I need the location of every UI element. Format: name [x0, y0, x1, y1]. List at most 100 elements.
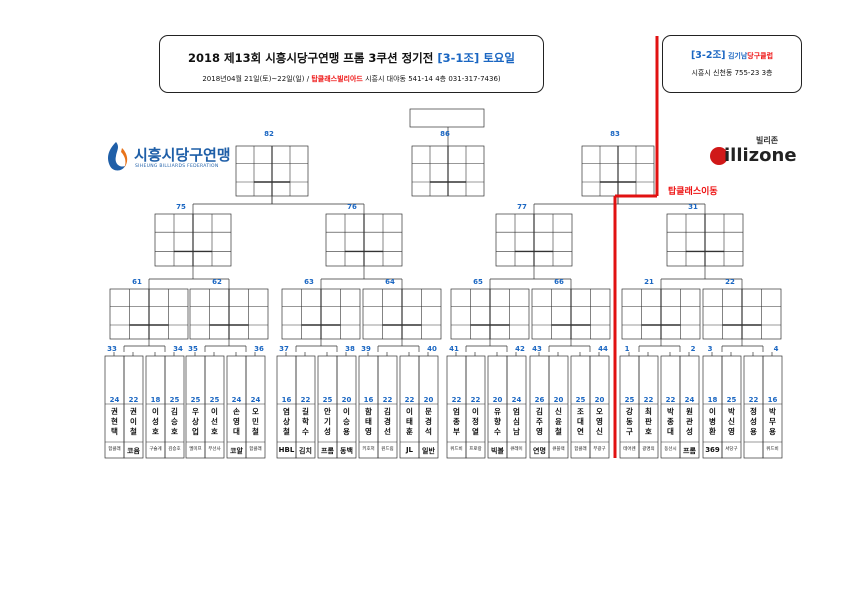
player-name: 손 영 대 — [233, 407, 243, 436]
player-club: 동백 — [340, 447, 353, 455]
player-name: 권 현 택 — [111, 407, 121, 436]
player-column — [506, 355, 527, 459]
player-name: 길 학 수 — [302, 407, 312, 436]
player-name: 오 민 철 — [252, 407, 262, 436]
sponsor-korean-name: 빌리존 — [756, 136, 779, 145]
player-score: 25 — [575, 396, 586, 404]
match-number: 1 — [624, 345, 630, 353]
venue-address: 시흥시 대야동 541-14 4층 031-317-7436) — [362, 75, 501, 83]
match-number: 39 — [361, 345, 371, 353]
player-score: 24 — [684, 396, 695, 404]
match-number: 64 — [385, 278, 395, 286]
match-number: 36 — [254, 345, 264, 353]
match-number: 75 — [176, 203, 186, 211]
player-score: 20 — [594, 396, 605, 404]
player-name: 이 승 용 — [343, 407, 353, 436]
player-club: 테어렌 — [623, 447, 636, 452]
other-venue-address: 시흥시 신천동 755-23 3층 — [691, 69, 773, 77]
player-name: 박 무 용 — [769, 407, 779, 436]
match-number: 37 — [279, 345, 289, 353]
venue-name: 탑클래스빌리아드 — [311, 75, 363, 83]
player-name: 문 경 석 — [425, 407, 435, 436]
player-name: 김 승 호 — [171, 407, 181, 436]
player-column — [638, 355, 659, 459]
player-score: 16 — [363, 396, 374, 404]
player-column — [465, 355, 486, 459]
player-club: 일반 — [422, 447, 435, 455]
player-club: 서당구 — [725, 447, 738, 452]
player-score: 22 — [128, 396, 139, 404]
player-score: 25 — [624, 396, 635, 404]
player-name: 엄 종 부 — [453, 407, 463, 436]
match-number: 41 — [449, 345, 459, 353]
player-club: 김승호 — [168, 447, 181, 452]
player-name: 원 관 성 — [686, 407, 696, 436]
player-score: 22 — [470, 396, 481, 404]
player-name: 권 이 철 — [130, 407, 140, 436]
match-number: 33 — [107, 345, 117, 353]
player-score: 16 — [767, 396, 778, 404]
player-score: 22 — [748, 396, 759, 404]
match-number: 44 — [598, 345, 608, 353]
player-score: 18 — [707, 396, 718, 404]
player-score: 22 — [404, 396, 415, 404]
match-number: 62 — [212, 278, 222, 286]
player-column — [762, 355, 783, 459]
page-title: 2018 제13회 시흥시당구연맹 프롬 3쿠션 정기전 — [188, 51, 438, 65]
player-club: 함클래 — [108, 447, 121, 452]
player-club: 광명의 — [642, 447, 655, 452]
player-name: 박 신 영 — [728, 407, 738, 436]
player-club: 위드비 — [766, 447, 779, 452]
player-column — [204, 355, 225, 459]
player-club: 코알 — [230, 447, 243, 455]
player-score: 25 — [726, 396, 737, 404]
player-club: 연명 — [533, 447, 546, 455]
match-number: 61 — [132, 278, 142, 286]
match-number: 4 — [773, 345, 779, 353]
player-name: 이 성 호 — [152, 407, 162, 436]
player-column — [295, 355, 316, 459]
match-number: 42 — [515, 345, 525, 353]
other-venue-b: 당구클럽 — [747, 52, 774, 60]
match-number: 76 — [347, 203, 357, 211]
player-score: 18 — [150, 396, 161, 404]
match-number: 2 — [690, 345, 696, 353]
final-box — [409, 108, 485, 128]
player-score: 20 — [492, 396, 503, 404]
player-name: 유 향 수 — [494, 407, 504, 436]
match-number: 63 — [304, 278, 314, 286]
player-name: 조 대 연 — [577, 407, 587, 436]
player-score: 24 — [109, 396, 120, 404]
player-club: 김치 — [299, 447, 312, 455]
player-club: 구슬게 — [149, 447, 162, 452]
match-number: 66 — [554, 278, 564, 286]
player-name: 김 경 선 — [384, 407, 394, 436]
sponsor-logo: 빌리존 illizone — [710, 135, 805, 166]
player-column — [164, 355, 185, 459]
event-date: 2018년04월 21일(토)~22일(일) / — [202, 75, 312, 83]
player-column — [377, 355, 398, 459]
player-name: 오 영 신 — [596, 407, 606, 436]
player-score: 22 — [300, 396, 311, 404]
player-score: 22 — [665, 396, 676, 404]
match-number: 21 — [644, 278, 654, 286]
federation-subtitle: SIHEUNG BILLIARDS FEDERATION — [135, 164, 219, 169]
match-number: 43 — [532, 345, 542, 353]
player-club: 프롬 — [321, 447, 334, 455]
player-name: 신 윤 철 — [555, 407, 565, 436]
player-name: 함 태 영 — [365, 407, 375, 436]
player-name: 우 상 업 — [192, 407, 202, 436]
match-number: 3 — [707, 345, 713, 353]
player-score: 24 — [250, 396, 261, 404]
match-number: 65 — [473, 278, 483, 286]
player-club: JL — [405, 446, 414, 454]
player-name: 최 판 호 — [645, 407, 655, 436]
player-name: 엄 심 남 — [513, 407, 523, 436]
player-column — [721, 355, 742, 459]
match-number: 86 — [440, 130, 450, 138]
player-club: 프로랑 — [469, 447, 482, 452]
match-number: 82 — [264, 130, 274, 138]
player-name: 안 기 성 — [324, 407, 334, 436]
player-club: 코윰 — [127, 447, 140, 455]
